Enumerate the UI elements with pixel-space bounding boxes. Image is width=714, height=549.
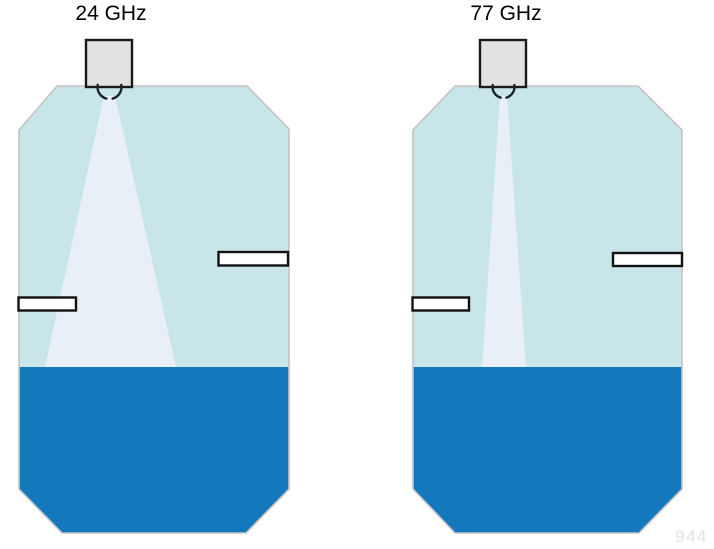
antenna-horn-icon <box>491 83 516 99</box>
obstacle-left <box>411 296 471 312</box>
radar-sensor <box>84 38 134 89</box>
frequency-label-24ghz: 24 GHz <box>75 2 147 25</box>
radar-sensor <box>478 38 528 89</box>
liquid <box>413 367 682 533</box>
antenna-horn-icon <box>96 83 123 100</box>
tank-diagram-77ghz <box>411 38 684 534</box>
obstacle-left <box>17 296 78 312</box>
obstacle-right <box>611 251 684 268</box>
watermark-number: 944 <box>675 527 708 546</box>
radar-beam-narrow <box>482 96 526 367</box>
liquid <box>19 367 289 533</box>
frequency-label-77ghz: 77 GHz <box>470 2 542 25</box>
tank-diagram-24ghz <box>17 38 290 534</box>
tank-outline <box>412 85 683 534</box>
tank-outline <box>18 85 290 534</box>
radar-beam-wide <box>45 96 176 367</box>
obstacle-right <box>217 250 290 267</box>
